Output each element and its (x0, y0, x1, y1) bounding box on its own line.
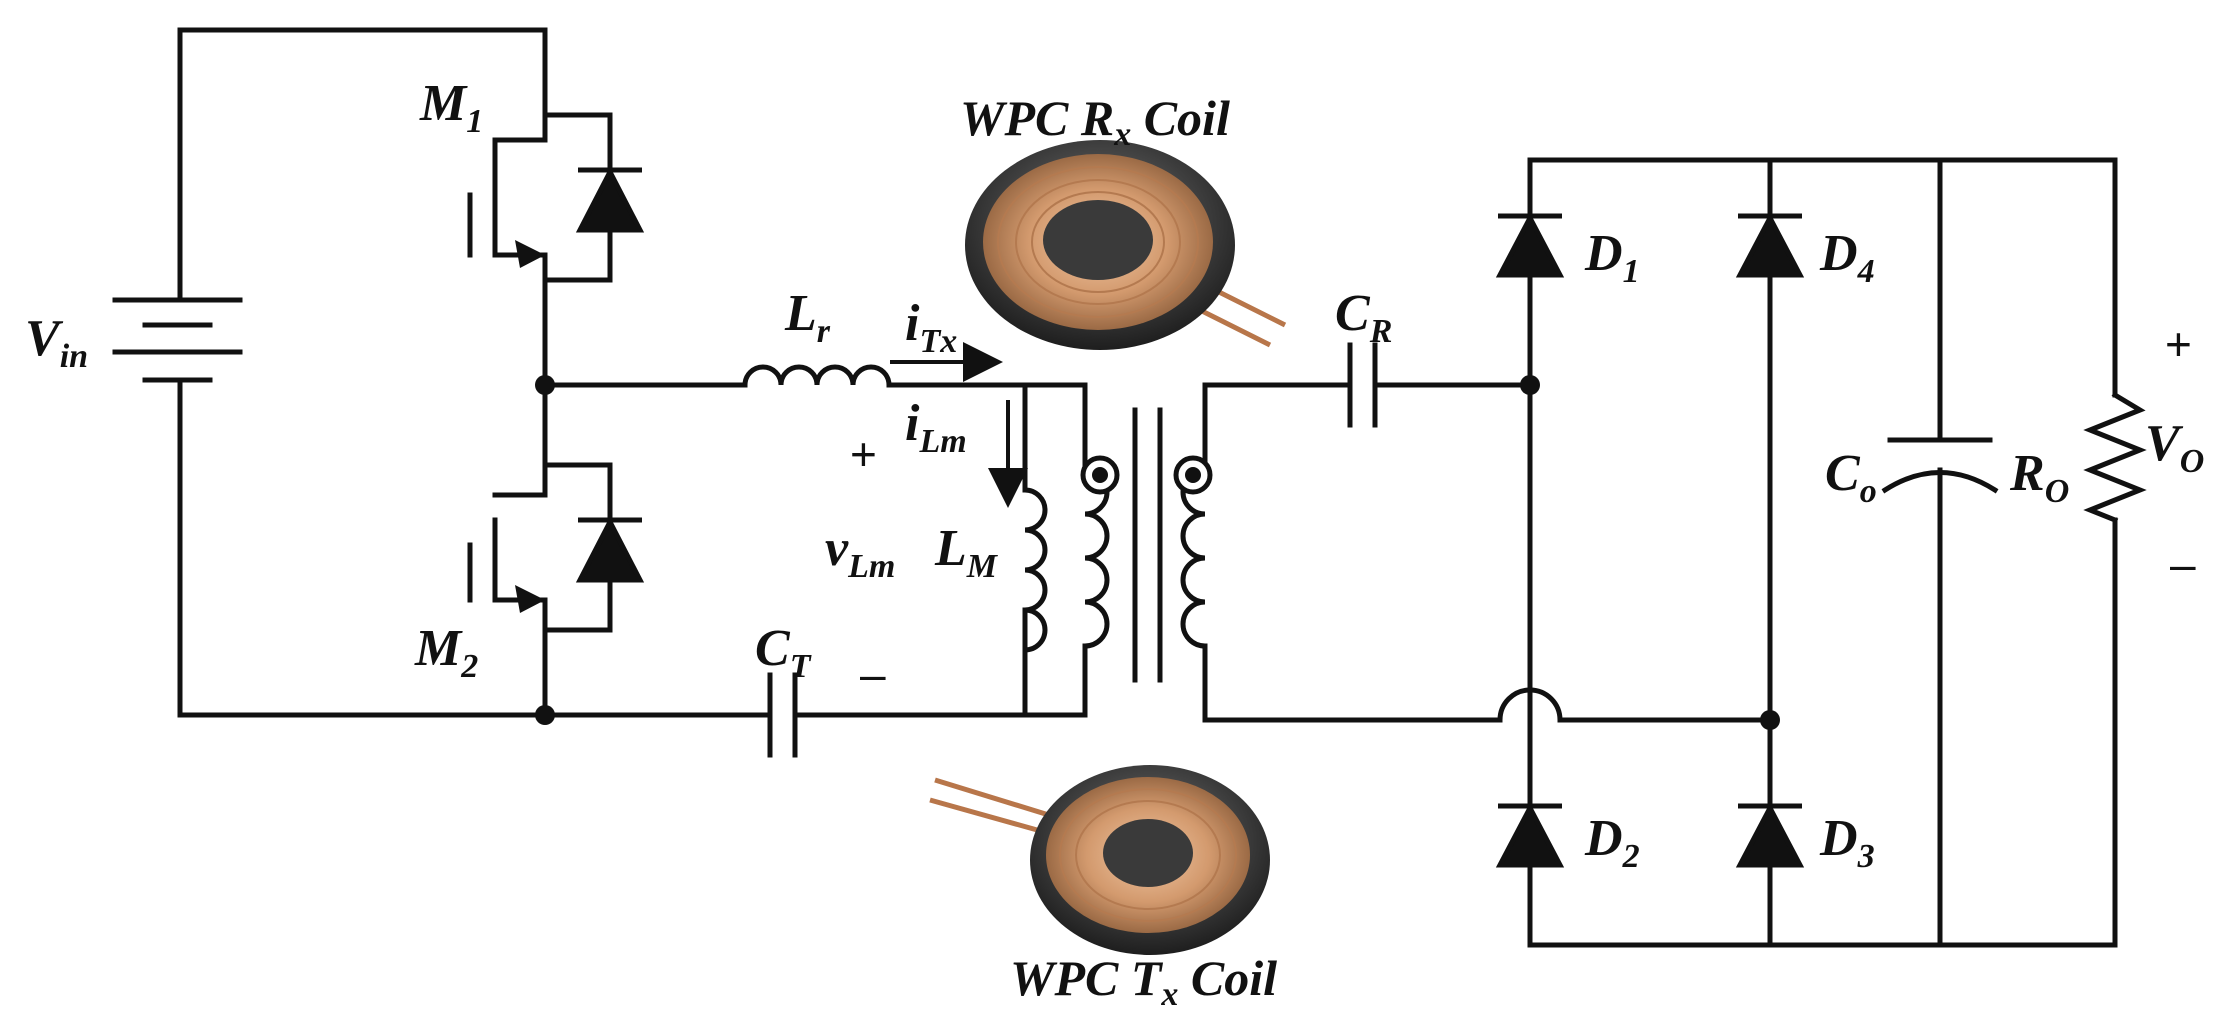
label-d1: D1 (1584, 225, 1640, 290)
wire-crossover-hop (1497, 687, 1563, 723)
junction-d1-d2 (1520, 375, 1540, 395)
dot-secondary (1173, 455, 1213, 495)
label-cr: CR (1335, 285, 1392, 350)
sign-vo-minus: – (2170, 538, 2196, 590)
label-ct: CT (755, 620, 812, 685)
label-vlm: vLm (825, 520, 895, 585)
label-d2: D2 (1584, 810, 1640, 875)
primary-winding (1082, 467, 1110, 649)
label-d4: D4 (1819, 225, 1875, 290)
title-tx-coil: WPC Tx Coil (1010, 950, 1277, 1013)
label-m1: M1 (419, 75, 483, 140)
mosfet-m1 (467, 112, 613, 388)
label-ro: RO (2009, 445, 2069, 510)
label-lr: Lr (784, 285, 831, 350)
label-m2: M2 (414, 620, 478, 685)
junction-midpoint (535, 375, 555, 395)
label-d3: D3 (1819, 810, 1875, 875)
wire-primary-bottom (1022, 643, 1088, 718)
inductor-lm (1022, 487, 1048, 653)
sign-vlm-plus: + (850, 428, 877, 480)
junction-bottom-left (535, 705, 555, 725)
label-lm: LM (934, 520, 999, 585)
diode-d2 (1495, 802, 1565, 868)
mosfet-m2-arrow (515, 585, 545, 613)
inductor-lr (742, 364, 892, 388)
diode-d4 (1735, 212, 1805, 278)
diode-d1 (1495, 212, 1565, 278)
sign-vo-plus: + (2165, 318, 2192, 370)
label-ilm: iLm (905, 395, 967, 460)
coil-tx-image (929, 765, 1270, 955)
diode-m2-body (575, 516, 645, 583)
wire-lr-to-tx (886, 382, 1088, 448)
wire-vin-loop (177, 27, 548, 718)
label-vin: Vin (25, 310, 88, 375)
label-vo: VO (2145, 415, 2204, 480)
title-rx-coil: WPC Rx Coil (960, 90, 1230, 153)
secondary-winding (1180, 467, 1208, 649)
mosfet-m1-arrow (515, 240, 545, 268)
label-itx: iTx (905, 295, 957, 360)
battery-vin (112, 297, 243, 383)
sign-vlm-minus: – (860, 648, 886, 700)
wire-secondary-bottom (1202, 643, 1503, 723)
diode-m1-body (575, 166, 645, 233)
coil-rx-image (965, 140, 1287, 350)
diode-d3 (1735, 802, 1805, 868)
resistor-ro (2083, 391, 2147, 524)
junction-d3-d4 (1760, 710, 1780, 730)
mosfet-m2 (467, 382, 613, 718)
dot-primary (1080, 455, 1120, 495)
label-co: Co (1825, 445, 1877, 510)
